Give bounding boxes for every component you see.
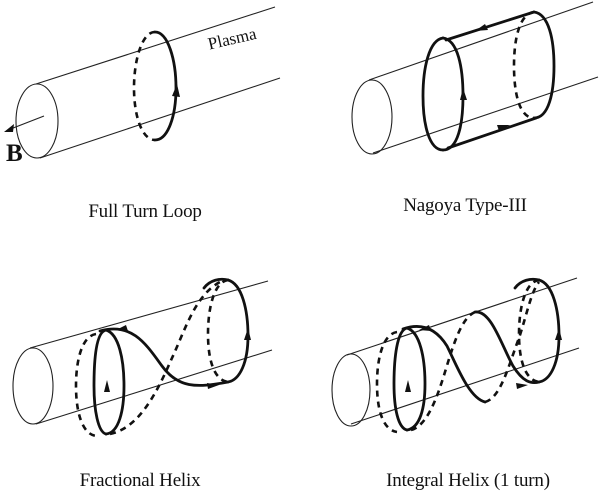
- right-ring-back: [512, 10, 535, 120]
- plasma-cylinder-top-line: [35, 6, 276, 85]
- loop-back-half: [132, 30, 156, 142]
- panel-full-turn-loop: Plasma B Full Turn Loop: [0, 0, 300, 248]
- caption-integral-helix: Integral Helix (1 turn): [386, 470, 550, 491]
- caption-nagoya-type-iii: Nagoya Type-III: [403, 195, 527, 216]
- right-ring-arrow: [555, 328, 562, 340]
- left-ring-inner-back: [74, 332, 97, 438]
- b-field-arrow-shaft: [7, 115, 45, 131]
- left-ring-front: [405, 326, 427, 432]
- helix-arrow-bottom: [207, 383, 219, 389]
- right-ring-arrow: [244, 328, 251, 340]
- plasma-cylinder-bottom-line: [35, 349, 273, 425]
- plasma-cylinder-bottom-line: [350, 347, 580, 425]
- top-leg-arrow: [475, 24, 488, 31]
- left-ring-inner-back: [375, 330, 398, 434]
- panel-integral-helix: Integral Helix (1 turn): [303, 248, 603, 496]
- right-ring-back: [517, 278, 540, 384]
- helix-front-leg-2: [473, 310, 541, 384]
- left-ring-arrow: [405, 380, 411, 392]
- left-ring-front: [441, 36, 465, 152]
- panel-nagoya-type-iii: Nagoya Type-III: [303, 0, 603, 248]
- helix-back-leg-1: [484, 281, 541, 404]
- right-ring-front: [537, 278, 561, 384]
- plasma-cylinder-end: [351, 79, 393, 155]
- caption-full-turn-loop: Full Turn Loop: [88, 201, 202, 222]
- right-ring-upper-arc: [202, 277, 230, 290]
- plasma-cylinder-top-line: [346, 277, 578, 356]
- full-turn-loop-diagram: [4, 6, 281, 159]
- integral-helix-diagram: [331, 277, 580, 434]
- bottom-leg-arrow: [497, 125, 510, 131]
- plasma-cylinder-top-line: [368, 1, 594, 81]
- left-ring-arrow: [104, 380, 110, 392]
- left-ring-arrow: [460, 88, 467, 100]
- loop-front-half: [153, 30, 178, 142]
- plasma-cylinder-end: [12, 347, 54, 425]
- plasma-cylinder-bottom-line: [372, 76, 599, 154]
- left-ring-back: [421, 36, 445, 152]
- plasma-cylinder-top-line: [29, 280, 269, 349]
- nagoya-type-iii-diagram: [351, 1, 599, 155]
- loop-current-arrow: [172, 84, 180, 97]
- right-ring-upper-arc: [513, 277, 541, 290]
- left-ring-back: [392, 326, 409, 432]
- helix-front-leg-1: [401, 325, 487, 404]
- top-leg: [444, 10, 536, 42]
- left-ring-back: [92, 328, 108, 436]
- panel-fractional-helix: Fractional Helix: [0, 248, 300, 496]
- bottom-leg: [446, 116, 538, 150]
- helix-back-leg-2: [410, 310, 476, 432]
- fractional-helix-diagram: [12, 277, 273, 438]
- plasma-cylinder-end: [331, 353, 371, 427]
- left-ring-front: [104, 328, 126, 436]
- plasma-cylinder-bottom-line: [39, 77, 281, 159]
- helix-arrow-top: [116, 325, 128, 331]
- right-ring-back: [206, 278, 229, 384]
- right-ring-front: [532, 10, 556, 120]
- b-field-arrowhead: [4, 124, 14, 132]
- helix-arrow-top: [419, 325, 431, 331]
- plasma-cylinder-end: [15, 83, 59, 159]
- right-ring-front: [226, 278, 250, 384]
- helix-back-leg: [109, 278, 225, 436]
- caption-fractional-helix: Fractional Helix: [79, 470, 201, 491]
- helix-arrow-bottom: [516, 383, 528, 389]
- b-field-label: B: [6, 140, 23, 167]
